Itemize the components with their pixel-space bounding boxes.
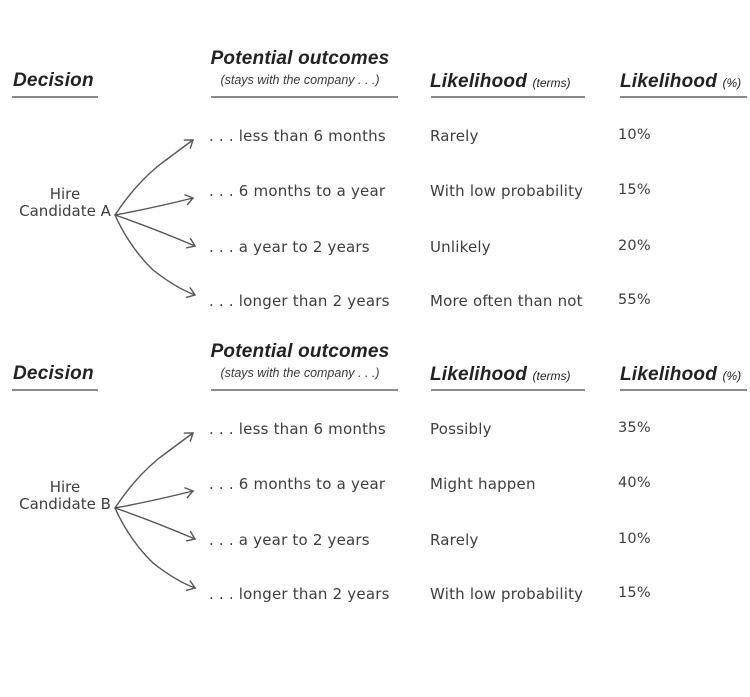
outcome-label: . . . a year to 2 years: [209, 238, 370, 256]
likelihood-percent-header-underline: [620, 389, 747, 391]
likelihood-percent-title: Likelihood: [620, 71, 717, 92]
decision-column-header: Decision: [13, 363, 94, 384]
decision-node-line1: Hire: [49, 478, 81, 496]
likelihood-term: Unlikely: [430, 238, 491, 256]
likelihood-percent-column-header: Likelihood (%): [620, 364, 741, 386]
decision-node-line2: Candidate A: [19, 202, 111, 220]
potential-outcomes-column-header: Potential outcomes: [210, 341, 390, 362]
likelihood-percent-title: Likelihood: [620, 364, 717, 385]
potential-outcomes-header-underline: [211, 389, 398, 391]
potential-outcomes-subtitle: (stays with the company . . .): [220, 73, 380, 87]
likelihood-percent-column-header: Likelihood (%): [620, 71, 741, 93]
likelihood-term: Might happen: [430, 475, 536, 493]
likelihood-percent: 20%: [618, 238, 651, 254]
outcome-label: . . . less than 6 months: [209, 127, 386, 145]
likelihood-percent: 10%: [618, 127, 651, 143]
likelihood-percent: 55%: [618, 292, 651, 308]
decision-header-underline: [12, 389, 98, 391]
outcome-label: . . . 6 months to a year: [209, 182, 386, 200]
likelihood-percent-qualifier: (%): [722, 369, 742, 383]
likelihood-percent: 15%: [618, 585, 651, 601]
decision-node-line1: Hire: [49, 185, 81, 203]
likelihood-term: Possibly: [430, 420, 492, 438]
likelihood-percent-qualifier: (%): [722, 76, 742, 90]
likelihood-term: More often than not: [430, 292, 583, 310]
outcome-label: . . . longer than 2 years: [209, 585, 390, 603]
decision-node-candidate-a: Hire Candidate A: [0, 186, 130, 220]
likelihood-terms-title: Likelihood: [430, 71, 527, 92]
decision-tree-arrows: [114, 139, 197, 298]
likelihood-percent: 15%: [618, 182, 651, 198]
likelihood-percent: 40%: [618, 475, 651, 491]
likelihood-terms-qualifier: (terms): [532, 76, 571, 90]
potential-outcomes-column-header: Potential outcomes: [210, 48, 390, 69]
outcome-label: . . . longer than 2 years: [209, 292, 390, 310]
likelihood-term: With low probability: [430, 585, 584, 603]
decision-node-candidate-b: Hire Candidate B: [0, 479, 130, 513]
likelihood-terms-header-underline: [431, 389, 585, 391]
likelihood-term: With low probability: [430, 182, 584, 200]
potential-outcomes-header-underline: [211, 96, 398, 98]
decision-tree-arrows: [114, 432, 197, 591]
candidate-a-section: Decision Potential outcomes (stays with …: [0, 0, 750, 340]
outcome-label: . . . 6 months to a year: [209, 475, 386, 493]
likelihood-terms-header-underline: [431, 96, 585, 98]
likelihood-term: Rarely: [430, 531, 479, 549]
likelihood-percent: 35%: [618, 420, 651, 436]
decision-column-header: Decision: [13, 70, 94, 91]
outcome-label: . . . a year to 2 years: [209, 531, 370, 549]
potential-outcomes-subtitle: (stays with the company . . .): [220, 366, 380, 380]
likelihood-percent: 10%: [618, 531, 651, 547]
likelihood-terms-title: Likelihood: [430, 364, 527, 385]
likelihood-terms-column-header: Likelihood (terms): [430, 71, 570, 93]
likelihood-term: Rarely: [430, 127, 479, 145]
likelihood-terms-column-header: Likelihood (terms): [430, 364, 570, 386]
likelihood-percent-header-underline: [620, 96, 747, 98]
likelihood-terms-qualifier: (terms): [532, 369, 571, 383]
decision-header-underline: [12, 96, 98, 98]
decision-node-line2: Candidate B: [19, 495, 111, 513]
outcome-label: . . . less than 6 months: [209, 420, 386, 438]
candidate-b-section: Decision Potential outcomes (stays with …: [0, 293, 750, 633]
